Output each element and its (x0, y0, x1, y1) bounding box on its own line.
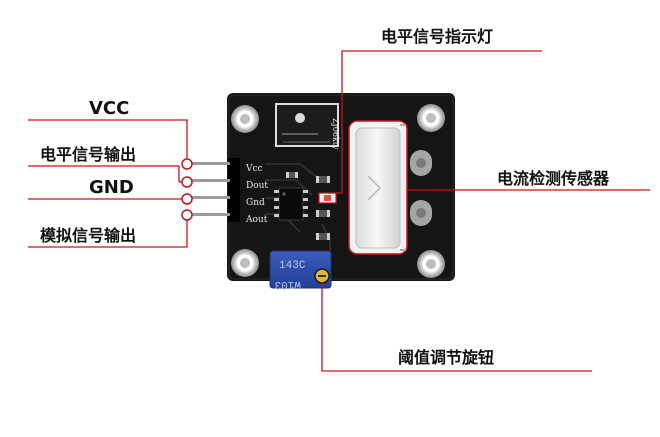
callout-line-vcc (28, 119, 188, 159)
label-gnd: GND (89, 177, 134, 198)
smd-components (286, 172, 330, 240)
mounting-hole-top-left (231, 105, 259, 133)
label-indicator-led: 电平信号指示灯 (381, 27, 493, 46)
label-vcc: VCC (89, 98, 129, 119)
pin-label-gnd: Gnd (246, 198, 265, 208)
callout-line-analog-output (28, 220, 188, 248)
pin-label-dout: Dout (246, 181, 268, 191)
header-connector (190, 158, 240, 222)
top-chip-footprint (275, 103, 339, 147)
callout-line-level-output (28, 165, 182, 183)
callout-line-indicator-led (328, 50, 542, 194)
sensor-lead-pads (410, 150, 432, 226)
mounting-hole-top-right (417, 104, 445, 132)
mounting-hole-bottom-right (417, 250, 445, 278)
pin-label-vcc: Vcc (245, 164, 263, 174)
callout-lines (28, 50, 650, 372)
pot-marking-line2: W103 (275, 278, 301, 290)
current-sensor (348, 120, 408, 255)
label-analog-output: 模拟信号输出 (40, 226, 136, 245)
comparator-chip (274, 187, 308, 221)
pin-markers (181, 158, 193, 221)
pot-marking-line1: 143C (279, 260, 306, 272)
indicator-led (318, 192, 337, 204)
label-level-output: 电平信号输出 (40, 145, 136, 164)
mounting-hole-bottom-left (231, 249, 259, 277)
label-threshold-pot: 阈值调节旋钮 (398, 348, 494, 367)
pin-label-aout: Aout (245, 215, 268, 225)
threshold-potentiometer (269, 250, 332, 289)
chip-marking: ZJ06kty (331, 118, 340, 150)
callout-line-threshold-pot (321, 283, 592, 372)
label-current-sensor: 电流检测传感器 (497, 169, 610, 188)
